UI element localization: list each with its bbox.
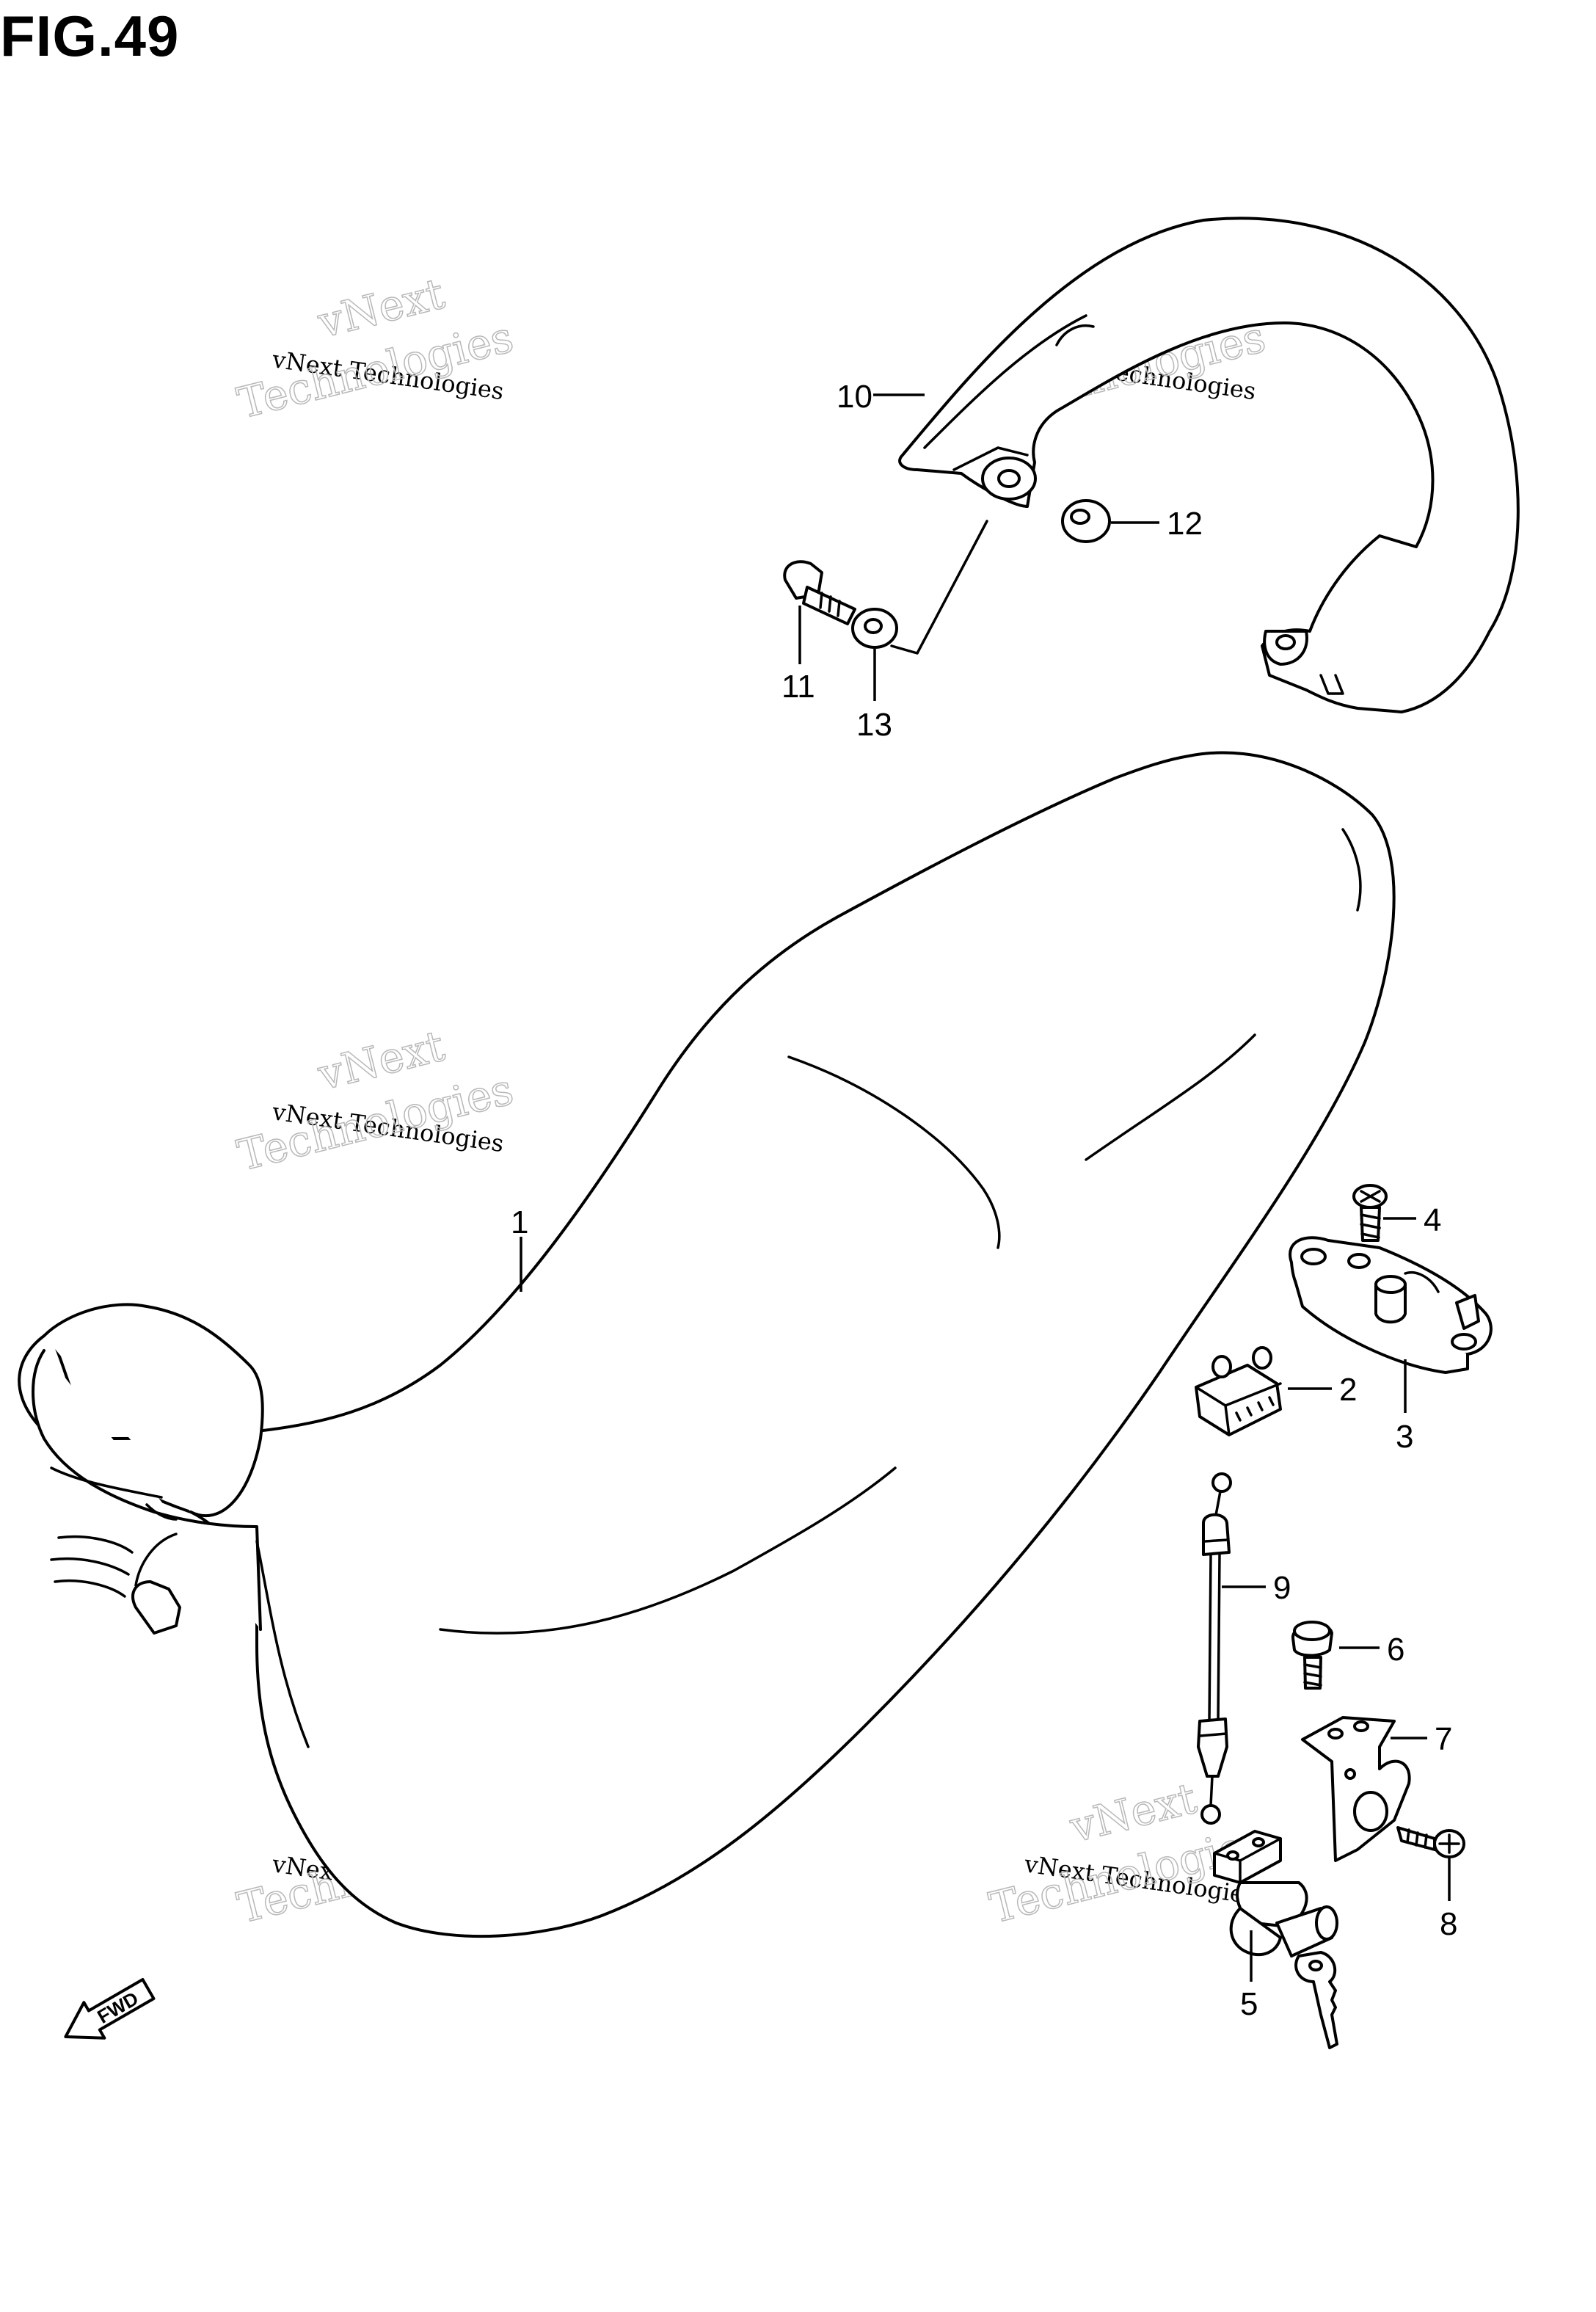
callout-10: 10 (837, 379, 872, 415)
callout-5: 5 (1240, 1986, 1258, 2022)
fwd-arrow-icon: FWD (64, 1978, 156, 2040)
callout-labels: 1 2 3 4 5 6 7 8 9 10 11 12 13 (511, 379, 1457, 2022)
callout-3: 3 (1396, 1419, 1413, 1455)
watermark: vNext vNext Technologies Technologies (232, 268, 518, 429)
part-10-pillion-handle (898, 217, 1520, 713)
alignment-line (890, 520, 988, 655)
callout-2: 2 (1339, 1372, 1357, 1408)
callout-6: 6 (1387, 1632, 1404, 1668)
part-1-seat (18, 751, 1396, 1938)
callout-12: 12 (1167, 506, 1203, 542)
part-3-lock-bracket (1289, 1236, 1493, 1374)
callout-9: 9 (1273, 1570, 1291, 1606)
callout-8: 8 (1440, 1906, 1457, 1942)
callout-11: 11 (781, 669, 815, 705)
part-12-nut (1061, 499, 1111, 543)
part-8-screw (1396, 1826, 1465, 1858)
callout-4: 4 (1424, 1202, 1441, 1238)
watermark: vNext vNext Technologies Technologies (232, 1020, 518, 1182)
part-2-cushion (1195, 1346, 1282, 1436)
part-5-lock-set (1213, 1830, 1338, 2049)
figure-title: FIG.49 (0, 4, 180, 68)
part-13-washer (851, 608, 898, 649)
part-7-bracket (1301, 1716, 1411, 1862)
part-11-bolt (783, 560, 856, 625)
callout-1: 1 (511, 1204, 528, 1240)
part-6-bolt (1291, 1621, 1333, 1690)
callout-7: 7 (1435, 1721, 1452, 1757)
part-9-cable (1197, 1472, 1232, 1825)
callout-13: 13 (856, 707, 892, 743)
part-4-screw (1352, 1184, 1388, 1242)
